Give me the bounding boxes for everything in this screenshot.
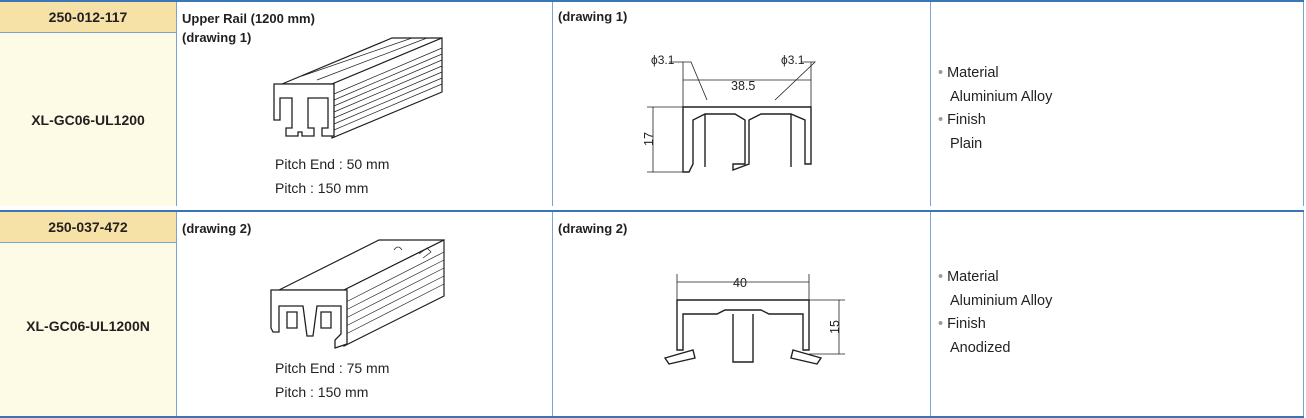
spec-list: •Material Aluminium Alloy •Finish Plain xyxy=(938,62,1052,156)
pitch-end-note: Pitch End : 75 mm xyxy=(275,360,390,376)
dim-hole-right: ϕ3.1 xyxy=(781,53,805,67)
bullet-icon: • xyxy=(938,269,944,285)
spec-material-label: Material xyxy=(947,269,999,285)
spec-material-value: Aluminium Alloy xyxy=(950,292,1053,309)
spec-material-label: Material xyxy=(947,65,999,81)
dim-height: 15 xyxy=(828,320,842,334)
spec-list: •Material Aluminium Alloy •Finish Anodiz… xyxy=(938,266,1052,360)
drawing-label: (drawing 2) xyxy=(558,221,628,236)
part-number: 250-012-117 xyxy=(0,2,176,33)
spec-cell: •Material Aluminium Alloy •Finish Anodiz… xyxy=(931,212,1304,416)
product-image-cell: (drawing 2) Pitch End : 75 mm Pi xyxy=(177,212,553,416)
model-number: XL-GC06-UL1200 xyxy=(31,112,145,128)
product-image-cell: Upper Rail (1200 mm) (drawing 1) xyxy=(177,2,553,206)
dim-hole-left: ϕ3.1 xyxy=(651,53,675,67)
profile-drawing: ϕ3.1 ϕ3.1 38.5 17 xyxy=(643,53,817,173)
spec-finish-value: Anodized xyxy=(950,339,1011,356)
pitch-note: Pitch : 150 mm xyxy=(275,180,369,196)
model-number: XL-GC06-UL1200N xyxy=(26,318,150,334)
spec-material-value: Aluminium Alloy xyxy=(950,88,1053,105)
product-title: Upper Rail (1200 mm) xyxy=(182,11,315,26)
drawing-cell: (drawing 1) ϕ3.1 ϕ3.1 38.5 17 xyxy=(553,2,931,206)
image-drawing-label: (drawing 2) xyxy=(182,221,252,236)
pitch-note: Pitch : 150 mm xyxy=(275,384,369,400)
bullet-icon: • xyxy=(938,112,944,128)
product-code-cell: 250-037-472 XL-GC06-UL1200N xyxy=(0,212,177,416)
spec-finish-value: Plain xyxy=(950,135,983,152)
dim-width: 38.5 xyxy=(731,79,755,93)
profile-drawing: 40 15 xyxy=(663,274,845,365)
table-row: 250-012-117 XL-GC06-UL1200 Upper Rail (1… xyxy=(0,0,1304,206)
dim-height: 17 xyxy=(643,132,656,146)
spec-finish-label: Finish xyxy=(947,112,986,128)
spec-finish-label: Finish xyxy=(947,316,986,332)
product-code-cell: 250-012-117 XL-GC06-UL1200 xyxy=(0,2,177,206)
rail-illustration xyxy=(273,37,443,139)
drawing-cell: (drawing 2) 40 15 xyxy=(553,212,931,416)
bullet-icon: • xyxy=(938,316,944,332)
rail-illustration xyxy=(270,239,445,349)
part-number: 250-037-472 xyxy=(0,212,176,243)
pitch-end-note: Pitch End : 50 mm xyxy=(275,156,390,172)
image-drawing-label: (drawing 1) xyxy=(182,30,252,45)
dim-width: 40 xyxy=(733,276,747,290)
bullet-icon: • xyxy=(938,65,944,81)
drawing-label: (drawing 1) xyxy=(558,9,628,24)
table-row: 250-037-472 XL-GC06-UL1200N (drawing 2) xyxy=(0,210,1304,418)
spec-cell: •Material Aluminium Alloy •Finish Plain xyxy=(931,2,1304,206)
